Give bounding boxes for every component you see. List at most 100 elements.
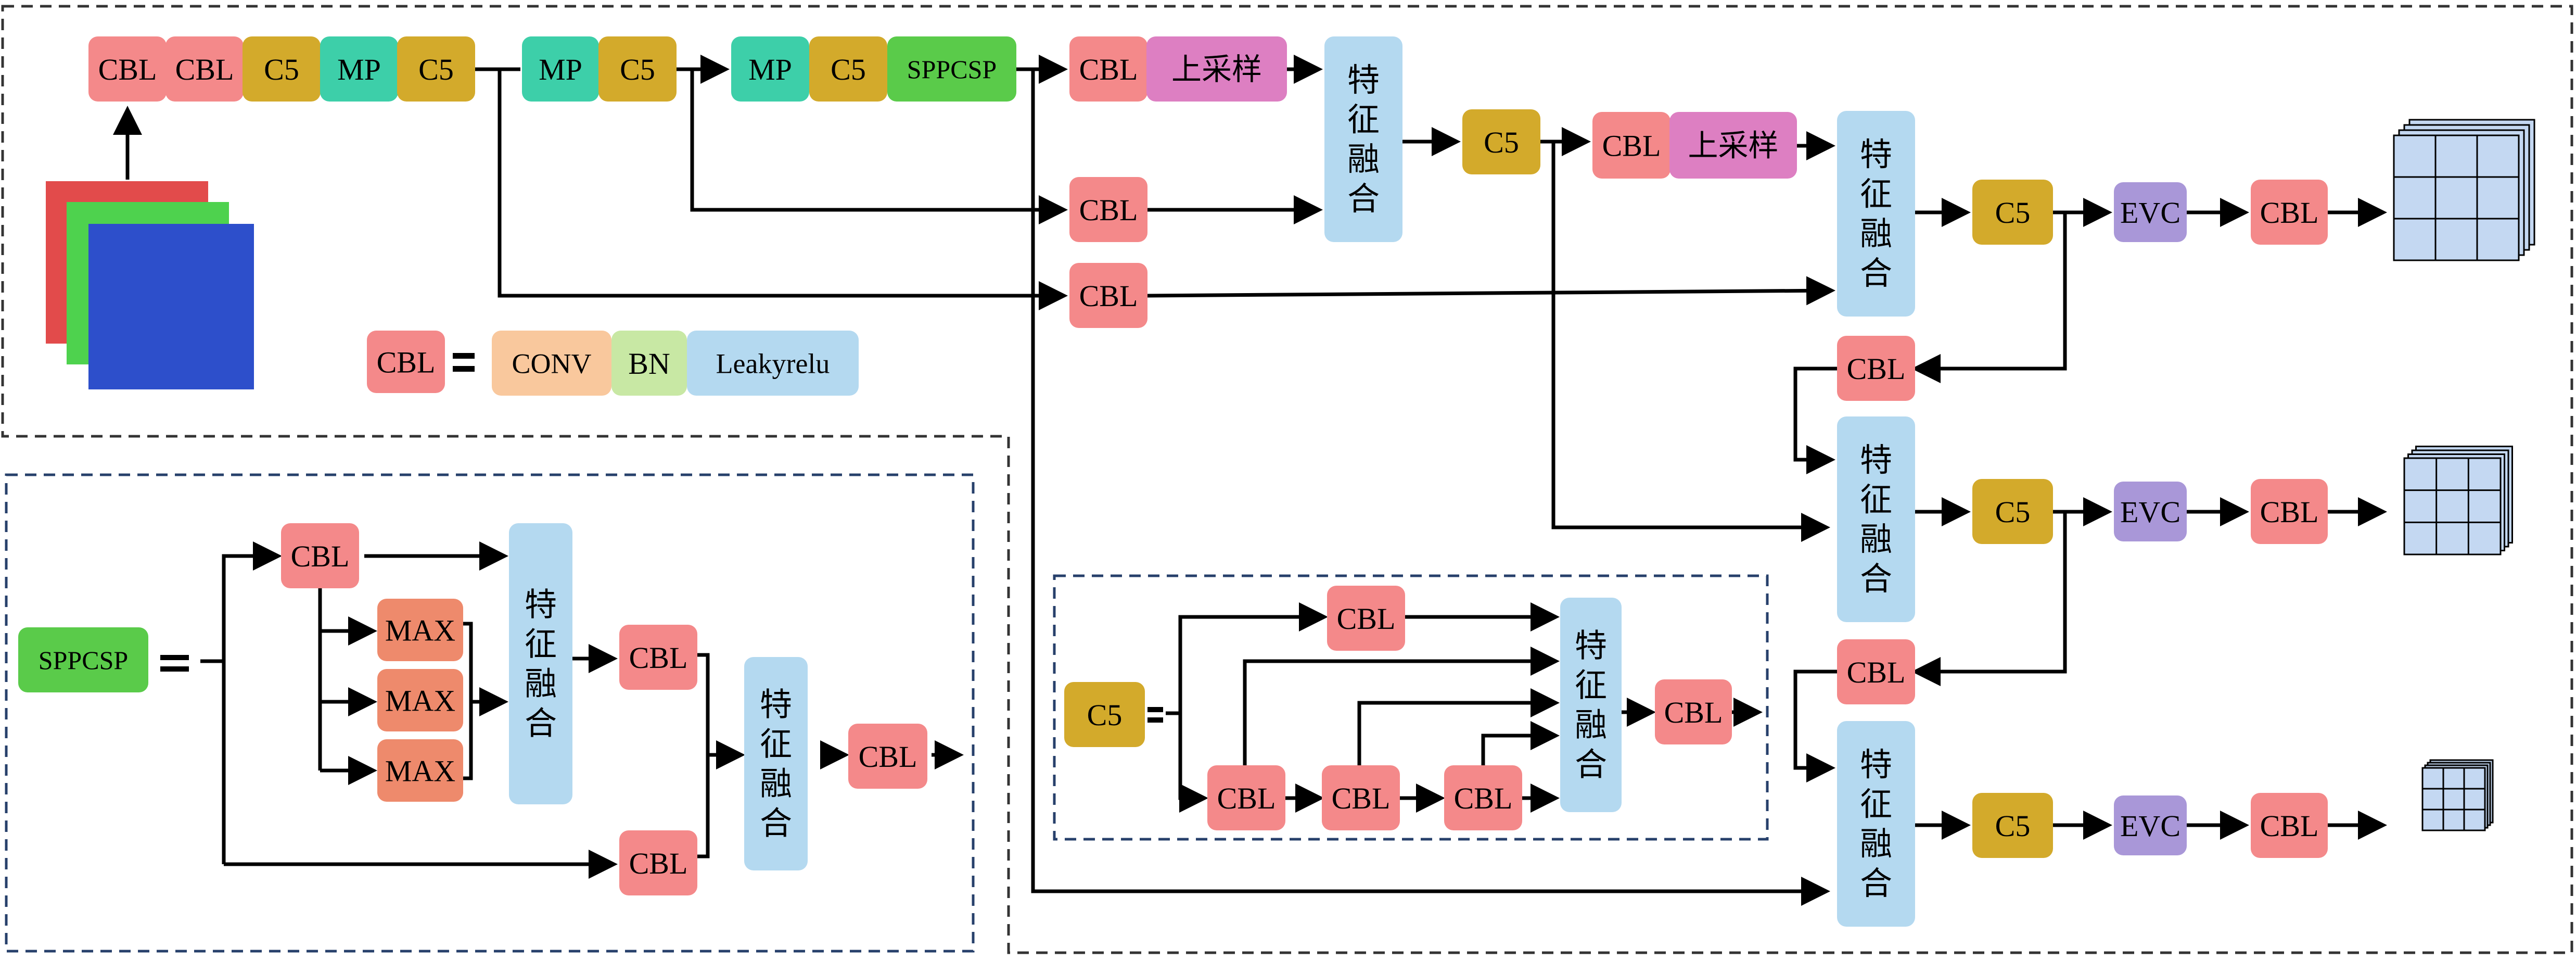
c5-head-1: C5 [1972, 180, 2053, 245]
cbl-feedback-2-label: CBL [1847, 655, 1906, 689]
c5-backbone-1: C5 [243, 36, 321, 102]
cbl-feedback-1-label: CBL [1847, 352, 1906, 386]
evc-head-1: EVC [2114, 182, 2187, 242]
cbl-backbone-2: CBL [165, 36, 244, 102]
cbl-head-2-label: CBL [2260, 495, 2319, 529]
c5-backbone-2: C5 [397, 36, 475, 102]
edge-c5d-tap1 [1243, 647, 1560, 765]
upsample-2-box [1669, 112, 1797, 179]
sppcsp-backbone-label: SPPCSP [907, 55, 997, 84]
fusion-2: 特征融合 [1837, 111, 1915, 317]
cbl-neck-3-box [1069, 263, 1147, 328]
sppcsp-detail-label-label: SPPCSP [39, 646, 128, 675]
mp-backbone-3-box [731, 36, 809, 102]
spp-max-2-box [377, 669, 463, 731]
equals-legend-top [453, 353, 475, 359]
fusion-3: 特征融合 [1837, 416, 1915, 622]
c5-backbone-3-label: C5 [620, 53, 655, 86]
equals-legend-bottom [453, 366, 475, 372]
c5d-cbl-1-box [1207, 765, 1285, 830]
c5-head-1-label: C5 [1995, 196, 2031, 230]
c5d-cbl-out-box [1655, 679, 1732, 744]
fusion-4-box [1837, 721, 1915, 927]
evc-head-1-box [2114, 182, 2187, 242]
equals-c5-bottom [1147, 717, 1163, 723]
spp-fusion-2: 特征融合 [744, 657, 808, 870]
c5-head-3-label: C5 [1995, 809, 2031, 843]
c5d-cbl-3-box [1444, 765, 1522, 830]
cbl-neck-1-box [1069, 36, 1147, 102]
c5d-cbl-out-label: CBL [1664, 696, 1723, 729]
cbl-backbone-1-box [88, 36, 167, 102]
mp-backbone-3-label: MP [748, 53, 792, 86]
backbone-frame [1, 5, 2573, 954]
equals-c5-top [1147, 707, 1163, 712]
c5d-cbl-top-label: CBL [1337, 602, 1396, 636]
spp-max-3: MAX [377, 739, 463, 802]
c5-backbone-4-label: C5 [831, 53, 866, 86]
mp-backbone-2-box [522, 36, 599, 102]
edge-spp-maxmerge [463, 622, 505, 780]
fusion-1-box [1324, 36, 1402, 242]
mp-backbone-2-label: MP [539, 53, 582, 86]
cbl-backbone-2-label: CBL [175, 53, 234, 86]
c5-backbone-2-box [397, 36, 475, 102]
cbl-neck-1-label: CBL [1079, 53, 1138, 86]
cbl-neck-2-label: CBL [1079, 193, 1138, 227]
c5d-fusion: 特征融合 [1560, 598, 1622, 812]
spp-cbl-4-label: CBL [859, 740, 917, 774]
evc-head-3: EVC [2114, 795, 2187, 855]
c5-detail-label-label: C5 [1087, 698, 1123, 732]
equals-sppcsp-bottom [160, 666, 189, 672]
cbl-head-2: CBL [2251, 479, 2328, 544]
spp-cbl-2: CBL [619, 625, 697, 690]
c5d-cbl-2-box [1322, 765, 1400, 830]
spp-cbl-3: CBL [619, 830, 697, 895]
cbl-backbone-2-box [165, 36, 244, 102]
edge-c5-feedback1 [1911, 212, 2067, 383]
feature-map-cube-icon [2393, 119, 2535, 261]
upsample-1-box [1146, 36, 1287, 102]
spp-max-1-label: MAX [385, 613, 455, 647]
c5d-cbl-1-label: CBL [1217, 781, 1276, 815]
c5d-cbl-3-label: CBL [1454, 781, 1513, 815]
legend-conv-box [492, 331, 611, 396]
edge-tap-fuse1 [1551, 142, 1830, 542]
cbl-feedback-1-box [1837, 336, 1915, 401]
mp-backbone-3: MP [731, 36, 809, 102]
edge-c5d-eq [1166, 711, 1208, 813]
frames [1, 5, 2573, 954]
c5d-cbl-top: CBL [1327, 586, 1405, 651]
c5d-fusion-box [1560, 598, 1622, 812]
fusion-3-label: 特征融合 [1860, 443, 1892, 597]
c5-head-1-box [1972, 180, 2053, 245]
legend-leakyrelu: Leakyrelu [687, 331, 859, 396]
edge-spp-join [697, 653, 742, 858]
spp-max-1-box [377, 599, 463, 661]
edge-cbl-fuse4 [1793, 670, 1837, 782]
spp-cbl-1: CBL [281, 523, 359, 588]
c5-detail-label: C5 [1064, 682, 1145, 747]
upsample-1-label: 上采样 [1171, 53, 1262, 86]
legend-bn-label: BN [628, 347, 670, 381]
spp-fusion-1-label: 特征融合 [525, 588, 557, 742]
cbl-head-3-label: CBL [2260, 809, 2319, 843]
c5-backbone-4: C5 [809, 36, 887, 102]
spp-fusion-1-box [509, 523, 572, 804]
legend-conv: CONV [492, 331, 611, 396]
c5-head-2: C5 [1972, 479, 2053, 544]
c5d-cbl-top-box [1327, 586, 1405, 651]
c5-backbone-3: C5 [598, 36, 677, 102]
c5d-cbl-3: CBL [1444, 765, 1522, 830]
spp-cbl-3-label: CBL [629, 847, 688, 880]
fusion-1-label: 特征融合 [1347, 63, 1380, 217]
evc-head-2: EVC [2114, 482, 2187, 541]
cbl-head-3: CBL [2251, 793, 2328, 858]
edge-c5-feedback2 [1911, 512, 2067, 686]
fusion-2-label: 特征融合 [1860, 137, 1892, 292]
legend-conv-label: CONV [512, 348, 591, 379]
cbl-neck-2-box [1069, 177, 1147, 242]
